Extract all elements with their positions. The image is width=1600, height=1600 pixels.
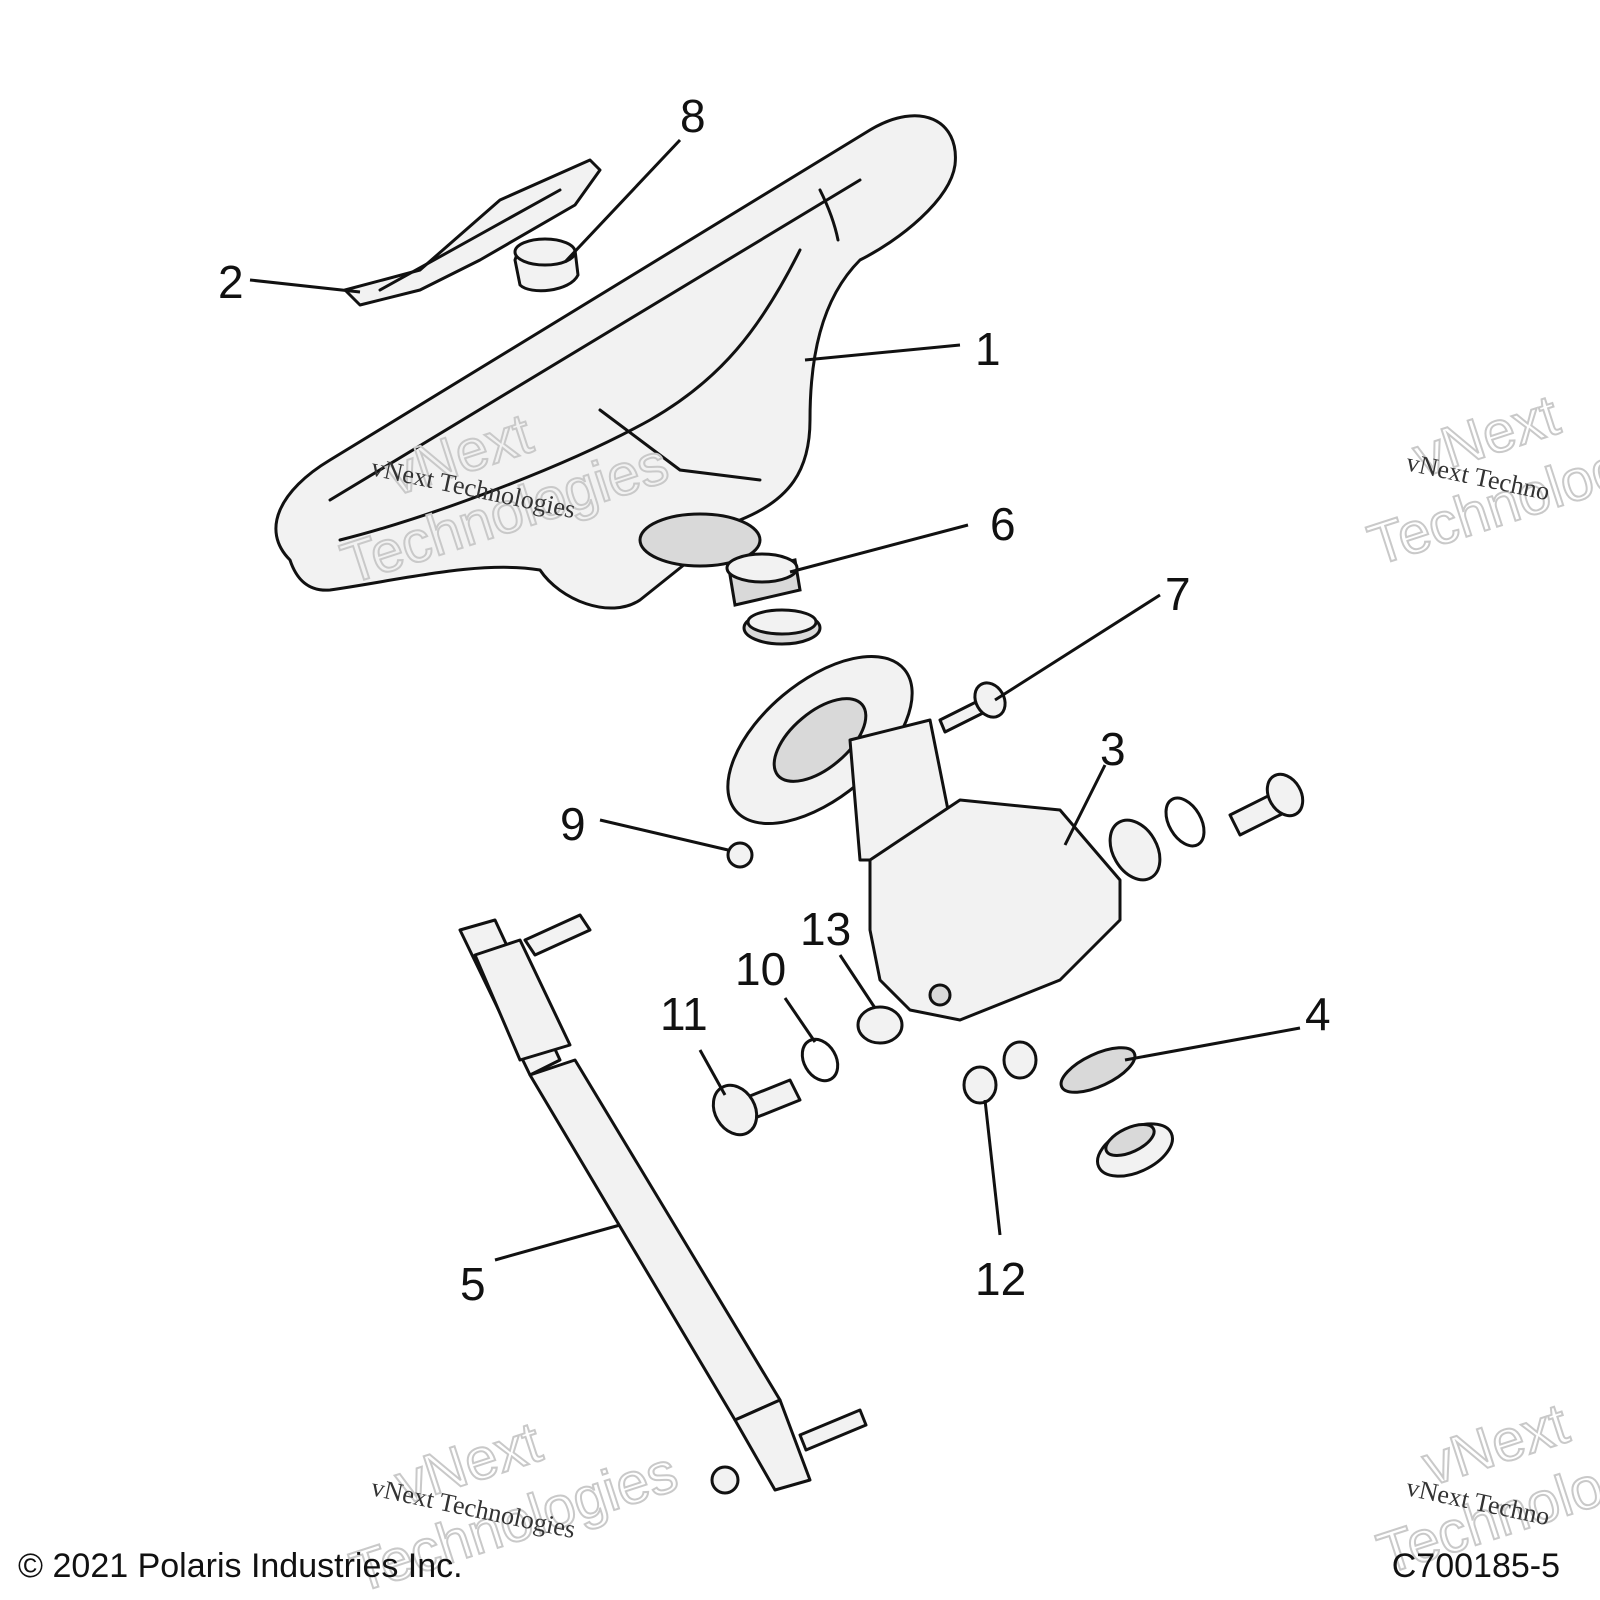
steering-bracket-part xyxy=(726,654,1122,1022)
upper-bolt-part xyxy=(938,681,1007,734)
steering-wheel-part xyxy=(274,114,957,610)
callout-13: 13 xyxy=(800,903,851,955)
callout-5: 5 xyxy=(460,1258,486,1310)
callout-3: 3 xyxy=(1100,723,1126,775)
leader-13 xyxy=(838,954,877,1009)
leader-2 xyxy=(249,278,361,294)
callout-12: 12 xyxy=(975,1253,1026,1305)
leader-9 xyxy=(599,818,729,852)
bushing-upper-part xyxy=(725,552,822,646)
callout-4: 4 xyxy=(1305,988,1331,1040)
callout-6: 6 xyxy=(990,498,1016,550)
drawing-number: C700185-5 xyxy=(1391,1547,1560,1585)
leader-7 xyxy=(994,593,1161,702)
copyright-notice: © 2021 Polaris Industries Inc. xyxy=(18,1547,463,1585)
leader-8 xyxy=(563,138,682,264)
small-nut-part xyxy=(726,841,754,869)
leader-11 xyxy=(698,1049,727,1096)
callout-8: 8 xyxy=(680,90,706,142)
callout-10: 10 xyxy=(735,943,786,995)
leader-3 xyxy=(1063,764,1107,846)
leader-6 xyxy=(789,523,969,574)
leader-5 xyxy=(494,1223,621,1262)
callout-11: 11 xyxy=(660,988,708,1040)
callout-7: 7 xyxy=(1165,568,1191,620)
leader-1 xyxy=(804,343,961,362)
fastener-group xyxy=(711,1005,1038,1137)
cover-plate-part xyxy=(343,158,602,307)
leader-4 xyxy=(1124,1026,1301,1062)
right-bushing-stack xyxy=(1108,772,1305,882)
leader-10 xyxy=(783,997,817,1043)
leader-12 xyxy=(983,1099,1002,1236)
callout-9: 9 xyxy=(560,798,586,850)
cap-part xyxy=(513,237,580,293)
callout-1: 1 xyxy=(975,323,1001,375)
gas-strut-part xyxy=(458,913,868,1495)
callout-2: 2 xyxy=(218,256,244,308)
lower-bushing-part xyxy=(1059,1046,1174,1178)
